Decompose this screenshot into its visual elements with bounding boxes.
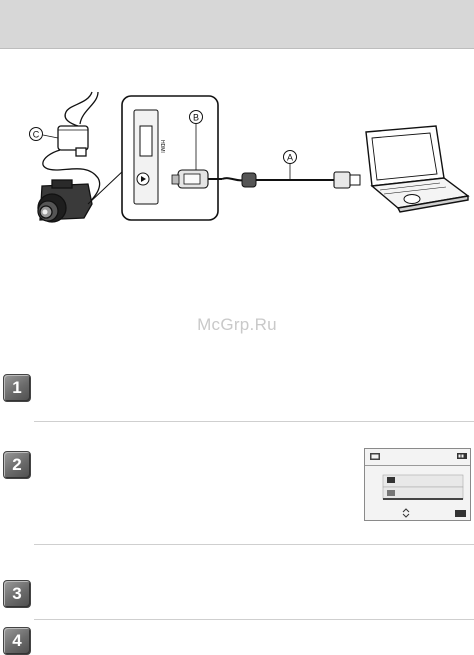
callout-a-label: A — [287, 153, 293, 163]
step-divider — [34, 544, 474, 545]
camera-icon — [37, 179, 93, 223]
step-1-badge: 1 — [3, 374, 31, 402]
step-2-badge: 2 — [3, 451, 31, 479]
port-panel: HDMI — [121, 95, 222, 221]
port-label: HDMI — [159, 140, 165, 153]
callout-b: B — [189, 110, 203, 170]
callout-a: A — [283, 150, 297, 179]
step-divider — [34, 619, 474, 620]
connection-diagram: HDMI B C A — [29, 91, 470, 223]
step-3-badge: 3 — [3, 580, 31, 608]
callout-b-label: B — [193, 113, 199, 123]
callout-c-label: C — [33, 130, 40, 140]
step-4-badge: 4 — [3, 627, 31, 655]
step-divider — [34, 421, 474, 422]
header-band — [0, 0, 474, 49]
ac-adaptor-icon — [42, 91, 101, 207]
callout-c: C — [29, 127, 59, 141]
laptop-icon — [365, 125, 470, 213]
watermark: McGrp.Ru — [197, 315, 277, 334]
usb-cable-icon — [221, 171, 361, 189]
lcd-screen-icon — [364, 448, 471, 521]
